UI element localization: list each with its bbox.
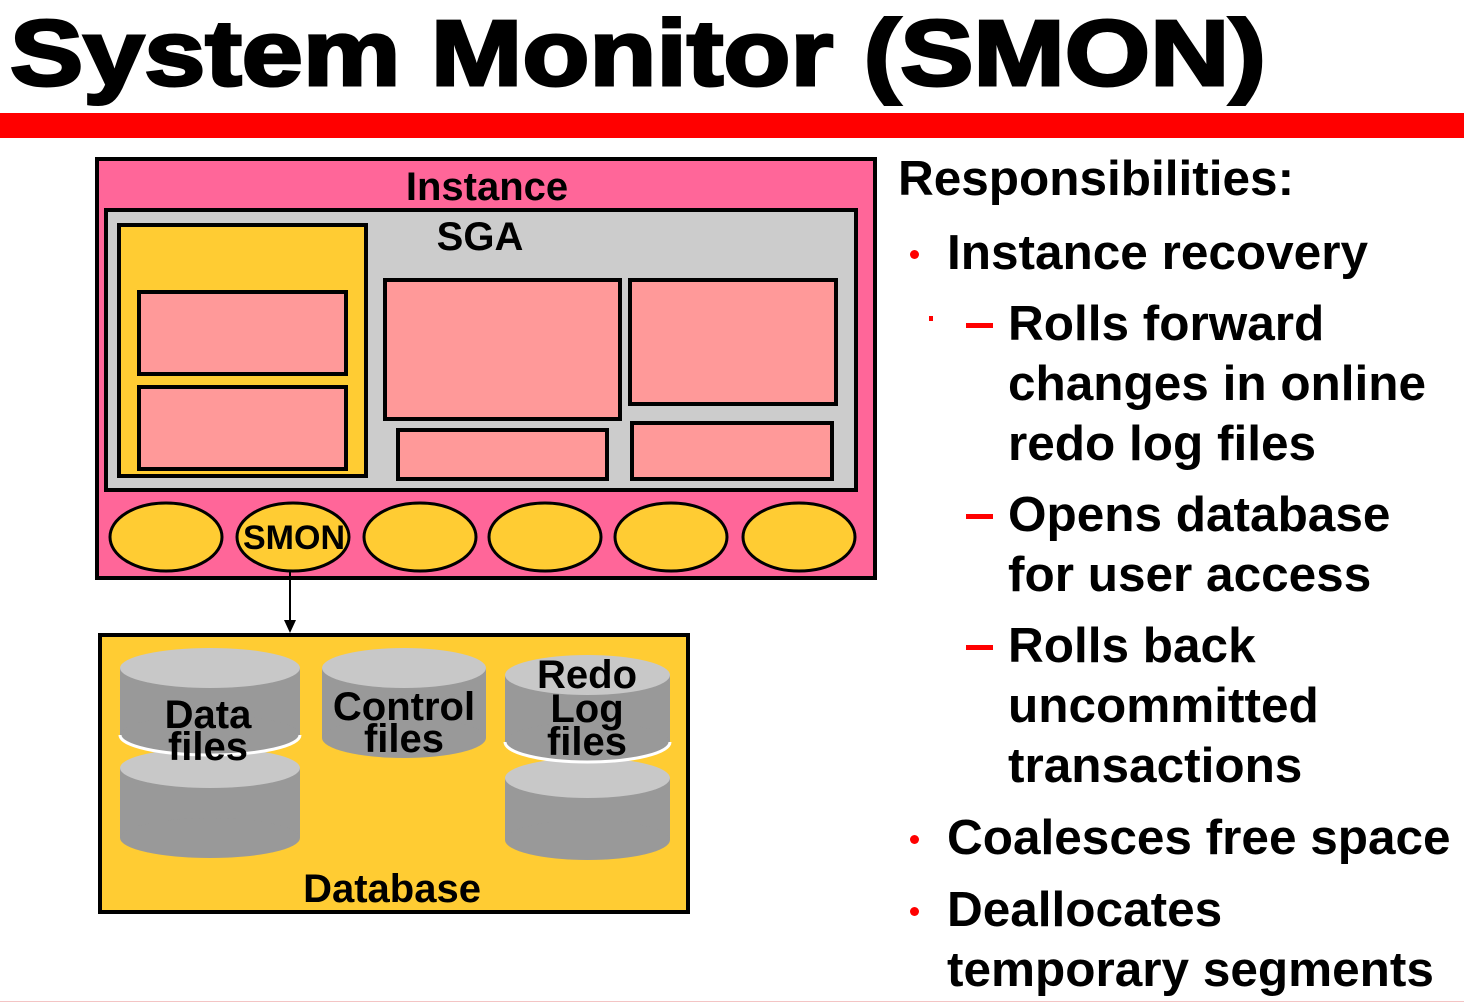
database-group: Data files Control files Redo Log files … [98,633,690,914]
memory-block [137,290,348,376]
smon-architecture-diagram: Instance SGA SMON [95,157,877,914]
memory-block [383,278,622,421]
footer-rule [0,1001,1464,1002]
redo-log-files-label: Redo [537,653,637,697]
process-ellipse [362,501,478,573]
dash-bullet [966,645,993,650]
control-files-label: files [364,717,444,761]
stray-dot [929,316,933,321]
process-ellipse [108,501,224,573]
slide-title: System Monitor (SMON) [8,1,1268,105]
cylinder-bottom [322,718,486,758]
redo-log-files-label: files [547,720,627,764]
bullet-dot [910,835,919,844]
data-files-label: files [168,725,248,769]
process-ellipse [741,501,857,573]
smon-to-database-arrow [284,572,296,633]
cylinder-top [322,648,486,688]
process-ellipse [487,501,603,573]
data-files-cylinder: Data files [118,648,302,858]
cylinder-top [505,655,670,695]
memory-block [396,428,609,481]
memory-block [628,278,838,406]
cylinder-separator [118,734,302,757]
data-files-label: Data [165,693,252,737]
sub-list-item: Rolls back uncommitted transactions [898,616,1448,796]
cylinder-separator [503,741,672,764]
title-underline-bar [0,113,1464,138]
database-label: Database [303,867,481,911]
sub-list-item-text: Rolls forward changes in online redo log… [1008,296,1427,471]
memory-block [630,421,834,481]
responsibilities-panel: Responsibilities: Instance recovery Roll… [898,149,1458,1000]
control-files-cylinder: Control files [322,648,486,761]
instance-group: Instance SGA SMON [95,157,877,580]
bullet-dot [910,907,919,916]
list-item: Deallocates temporary segments [898,880,1455,1000]
sga-label: SGA [437,215,524,259]
instance-label: Instance [406,165,568,209]
sub-list-item-text: Opens database for user access [1008,487,1391,602]
cylinder-top [120,648,300,688]
list-item-text: Coalesces free space [947,810,1451,865]
redo-log-files-cylinder: Redo Log files [503,653,672,860]
bullet-dot [910,250,919,259]
list-item-text: Deallocates temporary segments [947,882,1434,997]
list-item: Coalesces free space [898,808,1455,868]
memory-block [137,385,348,471]
smon-label: SMON [243,519,345,557]
cylinder-bottom [120,715,300,755]
cylinder-top [120,748,300,788]
dash-bullet [966,323,993,328]
cylinder-bottom [505,722,670,762]
control-files-label: Control [333,685,475,729]
redo-log-files-label: Log [550,687,623,731]
dash-bullet [966,514,993,519]
list-item: Instance recovery [898,223,1455,283]
smon-process-ellipse [235,501,351,573]
cylinder-bottom [120,818,300,858]
process-ellipse [613,501,729,573]
cylinder-bottom [505,820,670,860]
sub-list-item-text: Rolls back uncommitted transactions [1008,618,1319,793]
arrow-head [284,620,296,633]
sub-list-item: Opens database for user access [898,485,1448,605]
responsibilities-heading: Responsibilities: [898,151,1295,206]
sub-list-item: Rolls forward changes in online redo log… [898,294,1448,474]
cylinder-top [505,758,670,798]
list-item-text: Instance recovery [947,225,1368,280]
